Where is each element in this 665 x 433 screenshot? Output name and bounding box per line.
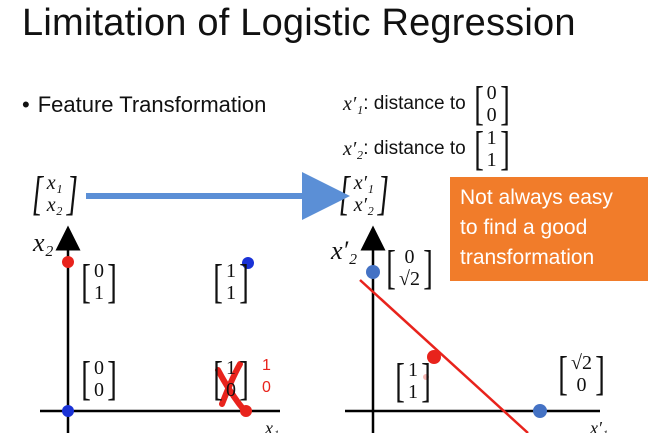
bullet-text: Feature Transformation bbox=[37, 92, 267, 117]
output-vec-x2: x′₂ bbox=[353, 194, 374, 216]
note-x1-vec-bot: 0 bbox=[486, 104, 497, 126]
right-label-1-1-bot: 1 bbox=[407, 381, 418, 403]
right-label-0-sqrt2-top: 0 bbox=[404, 246, 415, 268]
right-label-sqrt2-0-bot: 0 bbox=[576, 374, 587, 396]
left-point-11 bbox=[242, 257, 254, 269]
slide-title: Limitation of Logistic Regression bbox=[22, 2, 576, 44]
note-x1-var: x′₁ bbox=[343, 92, 364, 115]
left-label-00-top: 0 bbox=[93, 357, 104, 379]
right-x-axis-label: x′₁ bbox=[590, 418, 609, 433]
note-x2-vec-bot: 1 bbox=[486, 149, 497, 171]
note-x2-text: : distance to bbox=[363, 138, 466, 159]
callout-line-3: transformation bbox=[460, 246, 595, 269]
bullet-dot: • bbox=[22, 92, 30, 117]
bullet-item: • Feature Transformation bbox=[22, 92, 266, 118]
right-point-1-1 bbox=[427, 350, 441, 364]
note-x2-var: x′₂ bbox=[343, 137, 364, 160]
left-x-axis-label: x₁ bbox=[265, 418, 280, 433]
cursor-dot bbox=[423, 374, 429, 380]
left-y-axis-label: x₂ bbox=[33, 228, 54, 257]
left-label-10-top: 1 bbox=[225, 357, 236, 379]
red-annotation-bot: 0 bbox=[262, 379, 271, 396]
left-label-11-bot: 1 bbox=[225, 282, 236, 304]
note-x1-vec-top: 0 bbox=[486, 82, 497, 104]
input-vec-x1: x₁ bbox=[46, 172, 63, 194]
left-label-11-top: 1 bbox=[225, 260, 236, 282]
left-point-00 bbox=[62, 405, 74, 417]
left-label-01-top: 0 bbox=[93, 260, 104, 282]
right-point-0-sqrt2 bbox=[366, 265, 380, 279]
right-label-0-sqrt2-bot: √2 bbox=[398, 268, 420, 290]
callout-line-1: Not always easy bbox=[460, 186, 613, 209]
scribble-mark-2 bbox=[219, 361, 243, 407]
right-point-sqrt2-0 bbox=[533, 404, 547, 418]
right-label-1-1-top: 1 bbox=[407, 359, 418, 381]
callout-box: Not always easy to find a good transform… bbox=[450, 177, 648, 281]
red-annotation: 1 0 bbox=[262, 355, 271, 399]
left-label-10-bot: 0 bbox=[225, 379, 236, 401]
callout-line-2: to find a good bbox=[460, 216, 588, 239]
right-y-axis-label: x′₂ bbox=[331, 236, 358, 265]
left-point-01 bbox=[62, 256, 74, 268]
right-label-sqrt2-0-top: √2 bbox=[570, 352, 592, 374]
output-vec-x1: x′₁ bbox=[353, 172, 374, 194]
decision-boundary bbox=[359, 279, 529, 433]
note-x1-text: : distance to bbox=[363, 93, 466, 114]
note-x2-vec-top: 1 bbox=[486, 127, 497, 149]
left-label-00-bot: 0 bbox=[93, 379, 104, 401]
left-label-01-bot: 1 bbox=[93, 282, 104, 304]
red-annotation-top: 1 bbox=[262, 357, 271, 374]
input-vec-x2: x₂ bbox=[46, 194, 63, 216]
right-label-0-sqrt2: [0√2] bbox=[386, 241, 433, 294]
